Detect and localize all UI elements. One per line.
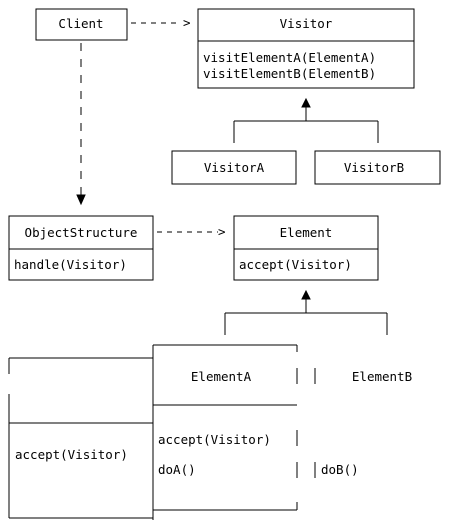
client-structure-dependency [76,43,86,206]
element-a-class: accept(Visitor) ElementA accept(Visitor)… [8,344,298,520]
visitor-title: Visitor [280,16,333,31]
visitor-a-class: VisitorA [171,150,297,185]
element-method: accept(Visitor) [239,257,352,272]
client-title: Client [58,16,103,31]
element-box [233,215,379,281]
visitor-method-a: visitElementA(ElementA) [203,50,376,65]
element-a-method-doa: doA() [158,462,196,477]
element-inheritance [224,289,388,335]
visitor-box [197,8,415,89]
element-title: Element [280,225,333,240]
client-visitor-arrowhead: > [183,15,191,30]
visitor-method-b: visitElementB(ElementB) [203,66,376,81]
visitor-b-box [314,150,441,185]
client-class: Client [35,8,128,41]
object-structure-title: ObjectStructure [25,225,138,240]
structure-element-arrowhead: > [218,224,226,239]
visitor-a-title: VisitorA [204,160,265,175]
visitor-b-class: VisitorB [314,150,441,185]
element-inheritance-arrowhead [301,289,311,300]
client-structure-arrowhead [76,194,86,206]
client-box [35,8,128,41]
client-visitor-dependency: > [131,15,191,30]
visitor-inheritance [233,97,379,143]
element-a-title: ElementA [191,369,252,384]
visitor-inheritance-arrowhead [301,97,311,108]
structure-element-dependency: > [157,224,226,239]
object-structure-box [8,215,154,281]
visitor-a-box [171,150,297,185]
object-structure-method: handle(Visitor) [14,257,127,272]
element-b-class: ElementB doB() [314,368,412,478]
element-class: Element accept(Visitor) [233,215,379,281]
element-b-title: ElementB [352,369,412,384]
object-structure-class: ObjectStructure handle(Visitor) [8,215,154,281]
element-a-left-method: accept(Visitor) [15,447,128,462]
element-a-method-accept: accept(Visitor) [158,432,271,447]
visitor-b-title: VisitorB [344,160,404,175]
element-b-method-dob: doB() [321,462,359,477]
visitor-class: Visitor visitElementA(ElementA) visitEle… [197,8,415,89]
